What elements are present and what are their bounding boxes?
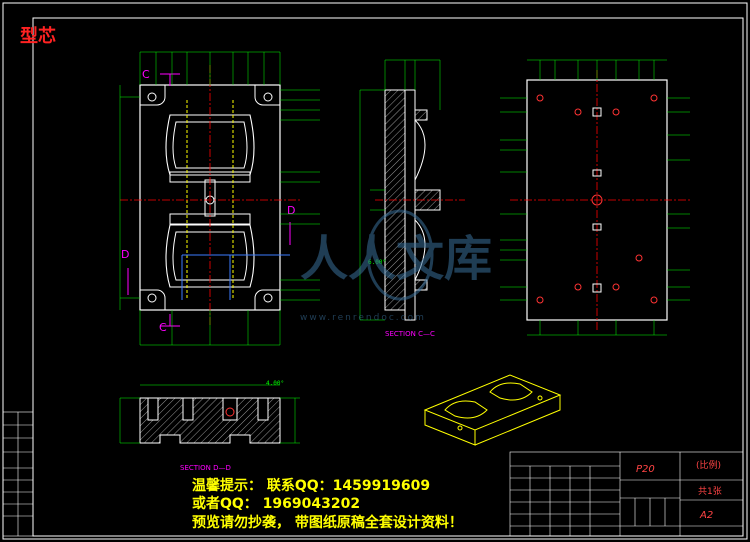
cut-label-d-left: D: [121, 248, 129, 261]
section-d-d-view: 4.00° SECTION D—D: [119, 380, 300, 472]
notice-line-1: 温馨提示： 联系QQ：1459919609: [192, 478, 431, 494]
front-view: C C D D: [119, 51, 320, 346]
watermark: 人人文库 www.renrendoc.com: [300, 209, 492, 323]
title-block: [509, 451, 744, 537]
angle-label-1: 6.00°: [368, 259, 386, 266]
title-block-scale: (比例): [696, 459, 721, 471]
angle-label-0: 4.00°: [266, 380, 284, 387]
drawing-title: 型芯: [20, 25, 56, 47]
cut-label-c-bottom: C: [159, 321, 167, 334]
revision-table: [2, 411, 34, 537]
cut-label-c-top: C: [142, 68, 150, 81]
isometric-view: [423, 374, 562, 446]
notice-line-3: 预览请勿抄袭， 带图纸原稿全套设计资料！: [192, 515, 463, 531]
section-c-c-label: SECTION C—C: [385, 330, 435, 338]
watermark-url: www.renrendoc.com: [300, 313, 426, 323]
notice-line-2: 或者QQ： 1969043202: [192, 496, 361, 512]
plan-view: [500, 59, 690, 336]
inner-frame: [32, 17, 744, 537]
section-d-d-label: SECTION D—D: [180, 464, 231, 472]
title-block-paper-size: A2: [699, 510, 713, 521]
watermark-logo-text: 人人文库: [300, 231, 492, 287]
title-block-part-no: P20: [636, 464, 655, 475]
title-block-sheet: 共1张: [698, 486, 722, 497]
section-c-c-view: 6.00° SECTION C—C: [359, 59, 465, 338]
cut-label-d-right: D: [287, 204, 295, 217]
